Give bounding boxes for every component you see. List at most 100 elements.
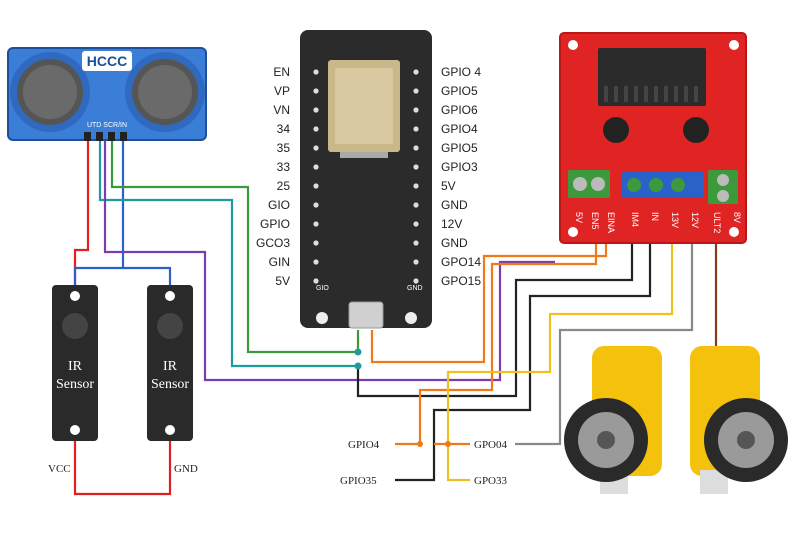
esp32-pin	[313, 221, 319, 227]
motor-left	[564, 346, 662, 494]
esp32-left-pin-label: GPIO	[260, 217, 290, 231]
ir-sensor-left: IR Sensor	[52, 285, 98, 441]
transducer-left-mesh	[23, 65, 77, 119]
esp32-pin	[313, 164, 319, 170]
mount-hole	[729, 227, 739, 237]
driver-pin-label: 5V	[574, 212, 584, 223]
mount-hole	[568, 227, 578, 237]
esp32-pin	[413, 221, 419, 227]
ir-label-line2: Sensor	[56, 377, 94, 392]
fin	[654, 86, 658, 102]
esp32-left-pin-label: GIN	[269, 255, 290, 269]
esp32-button-left[interactable]	[316, 312, 328, 324]
esp32-pin	[413, 69, 419, 75]
junction-dots	[354, 348, 451, 447]
driver-pin-label: EINA	[606, 212, 616, 233]
esp32-right-pin-label: GPIO 4	[441, 65, 481, 79]
wire-orange-ena	[370, 232, 608, 364]
screw	[649, 178, 663, 192]
esp32-pin	[313, 126, 319, 132]
junction-dot	[354, 362, 362, 370]
esp32-pin	[313, 69, 319, 75]
heatsink-fins	[604, 86, 698, 102]
esp32-right-pin-label: GPIO4	[441, 122, 478, 136]
fin	[684, 86, 688, 102]
esp32-pin	[313, 240, 319, 246]
mount-hole	[568, 40, 578, 50]
esp32-pin	[413, 88, 419, 94]
driver-pin-label: 8V	[732, 212, 742, 223]
wire-yellow	[446, 232, 674, 482]
esp32-right-pin-label: 12V	[441, 217, 462, 231]
esp32-pin	[313, 88, 319, 94]
mount-hole	[165, 291, 175, 301]
wire-red-ir-vcc	[73, 440, 172, 496]
wire-black-in	[395, 232, 652, 482]
transducer-right-mesh	[138, 65, 192, 119]
header-pin	[84, 132, 91, 141]
junction-dot	[354, 348, 362, 356]
fin	[624, 86, 628, 102]
ir-sensor-right: IR Sensor	[147, 285, 193, 441]
ir-emitter	[62, 313, 88, 339]
capacitor-left	[603, 117, 629, 143]
esp32-right-pin-label: GPO14	[441, 255, 481, 269]
ultrasonic-label-plate	[82, 51, 132, 71]
wire-purple	[103, 140, 555, 382]
signal-label-right-top: GPO04	[474, 439, 508, 451]
screw	[573, 177, 587, 191]
mount-hole	[70, 425, 80, 435]
esp32-pin	[413, 202, 419, 208]
vcc-label: VCC	[48, 463, 71, 475]
ultrasonic-label: HCCC	[87, 53, 127, 69]
esp32-pin	[413, 145, 419, 151]
header-pin	[120, 132, 127, 141]
wire-teal-echo	[98, 140, 358, 368]
esp32-pin	[313, 107, 319, 113]
fin	[664, 86, 668, 102]
esp32-pin	[413, 259, 419, 265]
fin	[614, 86, 618, 102]
ir-label-line2: Sensor	[151, 377, 189, 392]
esp32-button-right[interactable]	[405, 312, 417, 324]
esp32-mark-right: GND	[407, 285, 423, 292]
gnd-label: GND	[174, 463, 198, 475]
esp32-left-pin-label: GCO3	[256, 236, 290, 250]
esp32-pin	[413, 107, 419, 113]
screw	[717, 190, 729, 202]
header-pin	[108, 132, 115, 141]
esp32-pin	[313, 202, 319, 208]
esp32-shield-can	[335, 68, 393, 144]
ir-label-line1: IR	[163, 359, 178, 374]
wheel-axle	[737, 431, 755, 449]
screw	[627, 178, 641, 192]
esp32-right-pin-label: GND	[441, 236, 468, 250]
ultrasonic-header	[84, 132, 127, 141]
esp32-antenna	[340, 152, 388, 158]
esp32-right-pin-label: GPO15	[441, 274, 481, 288]
ir-emitter	[157, 313, 183, 339]
header-pin	[96, 132, 103, 141]
terminal-block-motor-a	[568, 170, 610, 198]
esp32-left-pin-label: 33	[277, 160, 291, 174]
esp32-pin	[313, 278, 319, 284]
esp32-left-pin-label: 5V	[275, 274, 290, 288]
wire-blue-gnd-2	[123, 266, 172, 290]
terminal-block-motor-b	[708, 170, 738, 204]
usb-connector	[348, 301, 384, 329]
capacitor-right	[683, 117, 709, 143]
wheel-axle	[597, 431, 615, 449]
driver-pin-label: IN	[650, 212, 660, 221]
esp32-pin	[313, 145, 319, 151]
esp32-right-labels: GPIO 4GPIO5GPIO6GPIO4GPIO5GPIO35VGND12VG…	[441, 65, 481, 288]
esp32-left-pin-label: VN	[273, 103, 290, 117]
esp32-pin	[313, 183, 319, 189]
driver-pin-label: EN5	[590, 212, 600, 230]
esp32-pin	[413, 126, 419, 132]
fin	[674, 86, 678, 102]
mount-hole	[70, 291, 80, 301]
